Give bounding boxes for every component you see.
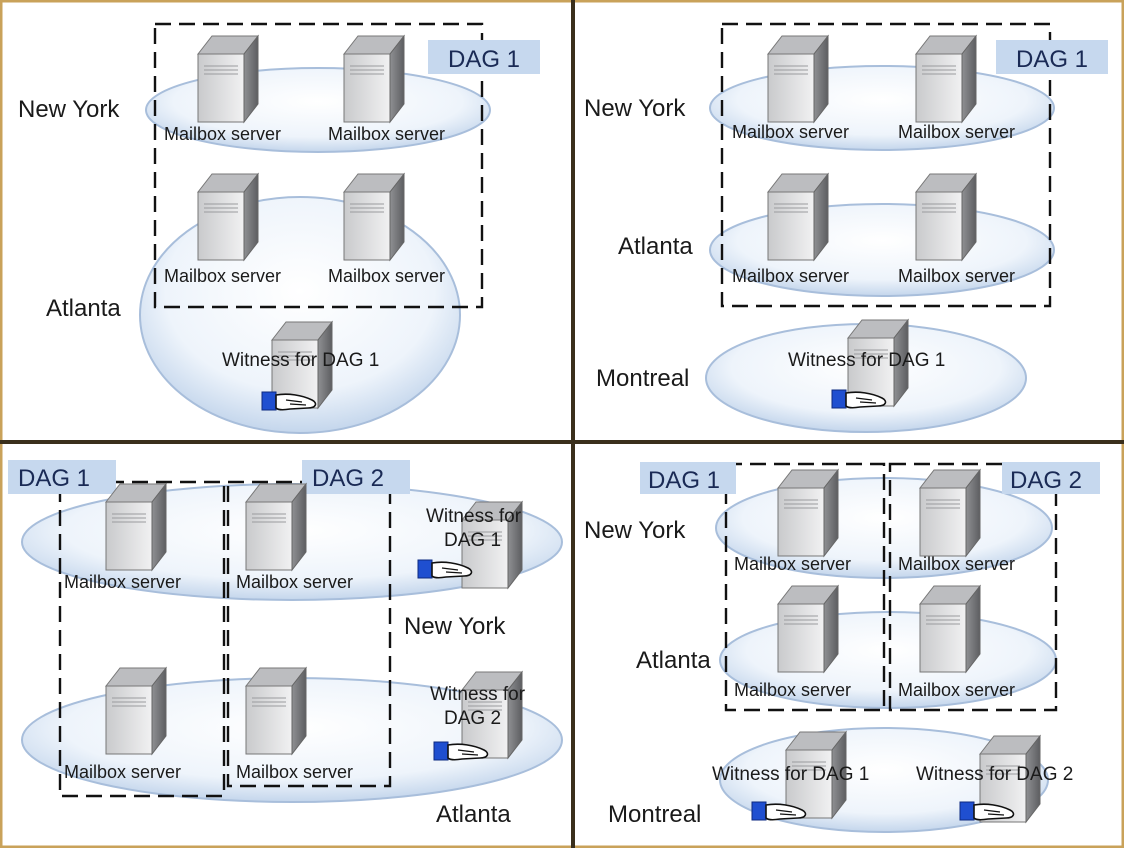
server-icon <box>343 35 405 123</box>
server-label: Mailbox server <box>236 572 353 592</box>
server-icon <box>777 469 839 557</box>
witness-label-line2: DAG 2 <box>444 708 501 729</box>
server-icon <box>777 585 839 673</box>
server-label: Mailbox server <box>734 554 851 574</box>
dag-label-bg <box>640 462 736 494</box>
server-icon <box>915 173 977 261</box>
site-label-new-york: New York <box>404 613 506 640</box>
dag-label-1: DAG 1 <box>648 467 720 494</box>
site-label-atlanta: Atlanta <box>46 295 121 322</box>
server-icon <box>245 667 307 755</box>
server-label: Mailbox server <box>64 762 181 782</box>
dag-label-2: DAG 2 <box>312 465 384 492</box>
dag-boundary-2 <box>888 462 1058 712</box>
site-label-atlanta: Atlanta <box>436 801 511 828</box>
server-icon <box>919 469 981 557</box>
server-icon <box>197 35 259 123</box>
site-label-new-york: New York <box>584 95 686 122</box>
server-label: Mailbox server <box>898 680 1015 700</box>
dag-boundary <box>720 22 1052 308</box>
dag-label-1: DAG 1 <box>18 465 90 492</box>
server-label: Mailbox server <box>732 122 849 142</box>
server-label: Mailbox server <box>64 572 181 592</box>
panel-2: DAG 1 New York Atlanta Montreal Mailbox … <box>584 22 1108 433</box>
panel-4: DAG 1 DAG 2 New York Atlanta Montreal Ma… <box>584 462 1100 833</box>
dag-label-bg <box>8 460 116 494</box>
server-icon <box>343 173 405 261</box>
witness-label: Witness for DAG 1 <box>222 350 379 371</box>
site-label-montreal: Montreal <box>608 801 701 828</box>
site-label-montreal: Montreal <box>596 365 689 392</box>
server-label: Mailbox server <box>164 124 281 144</box>
dag-label: DAG 1 <box>448 46 520 73</box>
dag-label-bg <box>428 40 540 74</box>
dag-label-bg <box>996 40 1108 74</box>
witness-label: Witness for DAG 2 <box>916 764 1073 785</box>
server-label: Mailbox server <box>898 266 1015 286</box>
panel-1: DAG 1 New York Atlanta Mailbox server Ma… <box>18 22 540 434</box>
server-icon <box>915 35 977 123</box>
server-label: Mailbox server <box>734 680 851 700</box>
dag-label-2: DAG 2 <box>1010 467 1082 494</box>
dag-boundary <box>153 22 484 309</box>
server-icon <box>105 667 167 755</box>
server-icon <box>767 35 829 123</box>
server-label: Mailbox server <box>898 122 1015 142</box>
witness-label-line2: DAG 1 <box>444 530 501 551</box>
server-label: Mailbox server <box>236 762 353 782</box>
dag-label: DAG 1 <box>1016 46 1088 73</box>
site-label-atlanta: Atlanta <box>618 233 693 260</box>
server-icon <box>919 585 981 673</box>
server-icon <box>245 483 307 571</box>
site-label-atlanta: Atlanta <box>636 647 711 674</box>
dag-label-bg <box>302 460 410 494</box>
witness-label-line1: Witness for <box>430 684 526 705</box>
dag-boundary-1 <box>724 462 886 712</box>
witness-label: Witness for DAG 1 <box>712 764 869 785</box>
dag-label-bg <box>1002 462 1100 494</box>
witness-label-line1: Witness for <box>426 506 522 527</box>
server-icon <box>105 483 167 571</box>
server-label: Mailbox server <box>732 266 849 286</box>
site-label-new-york: New York <box>18 96 120 123</box>
server-icon <box>197 173 259 261</box>
server-label: Mailbox server <box>164 266 281 286</box>
witness-label: Witness for DAG 1 <box>788 350 945 371</box>
dag-boundary-1 <box>58 480 226 798</box>
server-label: Mailbox server <box>328 124 445 144</box>
server-icon <box>767 173 829 261</box>
panel-3: DAG 1 DAG 2 New York Atlanta Mailbox ser… <box>8 460 563 828</box>
server-label: Mailbox server <box>898 554 1015 574</box>
site-label-new-york: New York <box>584 517 686 544</box>
server-label: Mailbox server <box>328 266 445 286</box>
